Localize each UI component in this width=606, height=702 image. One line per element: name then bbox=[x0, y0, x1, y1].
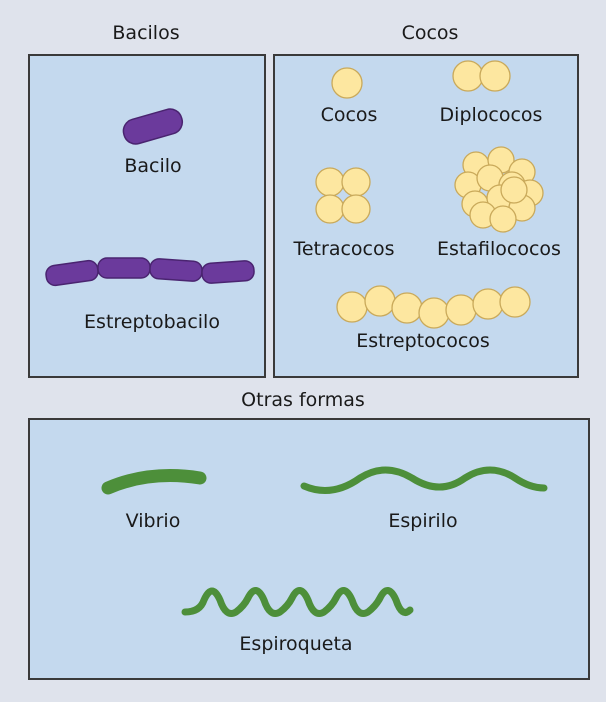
estreptococos-shape bbox=[336, 285, 531, 329]
otras-formas-panel bbox=[28, 418, 590, 680]
vibrio-shape bbox=[101, 469, 207, 495]
label-estafilococos: Estafilococos bbox=[437, 238, 561, 260]
bacilos-title: Bacilos bbox=[112, 22, 180, 44]
label-estreptococos: Estreptococos bbox=[356, 330, 490, 352]
otras-formas-title: Otras formas bbox=[241, 389, 365, 411]
espiroqueta-shape bbox=[181, 587, 414, 617]
estreptobacilo-shape bbox=[45, 257, 255, 287]
label-espiroqueta: Espiroqueta bbox=[239, 633, 353, 655]
label-cocos: Cocos bbox=[320, 104, 378, 126]
label-vibrio: Vibrio bbox=[125, 510, 181, 532]
estafilococos-shape bbox=[454, 146, 544, 233]
diplococos-shape bbox=[452, 60, 511, 92]
label-espirilo: Espirilo bbox=[388, 510, 458, 532]
bacilo-shape bbox=[122, 108, 184, 145]
tetracocos-shape bbox=[315, 167, 371, 224]
label-tetracocos: Tetracocos bbox=[293, 238, 395, 260]
espirilo-shape bbox=[300, 466, 548, 494]
bacilos-panel bbox=[28, 54, 266, 378]
cocos-shape bbox=[331, 67, 363, 99]
cocos-title: Cocos bbox=[401, 22, 459, 44]
label-estreptobacilo: Estreptobacilo bbox=[84, 311, 220, 333]
label-bacilo: Bacilo bbox=[124, 155, 182, 177]
label-diplococos: Diplococos bbox=[439, 104, 543, 126]
